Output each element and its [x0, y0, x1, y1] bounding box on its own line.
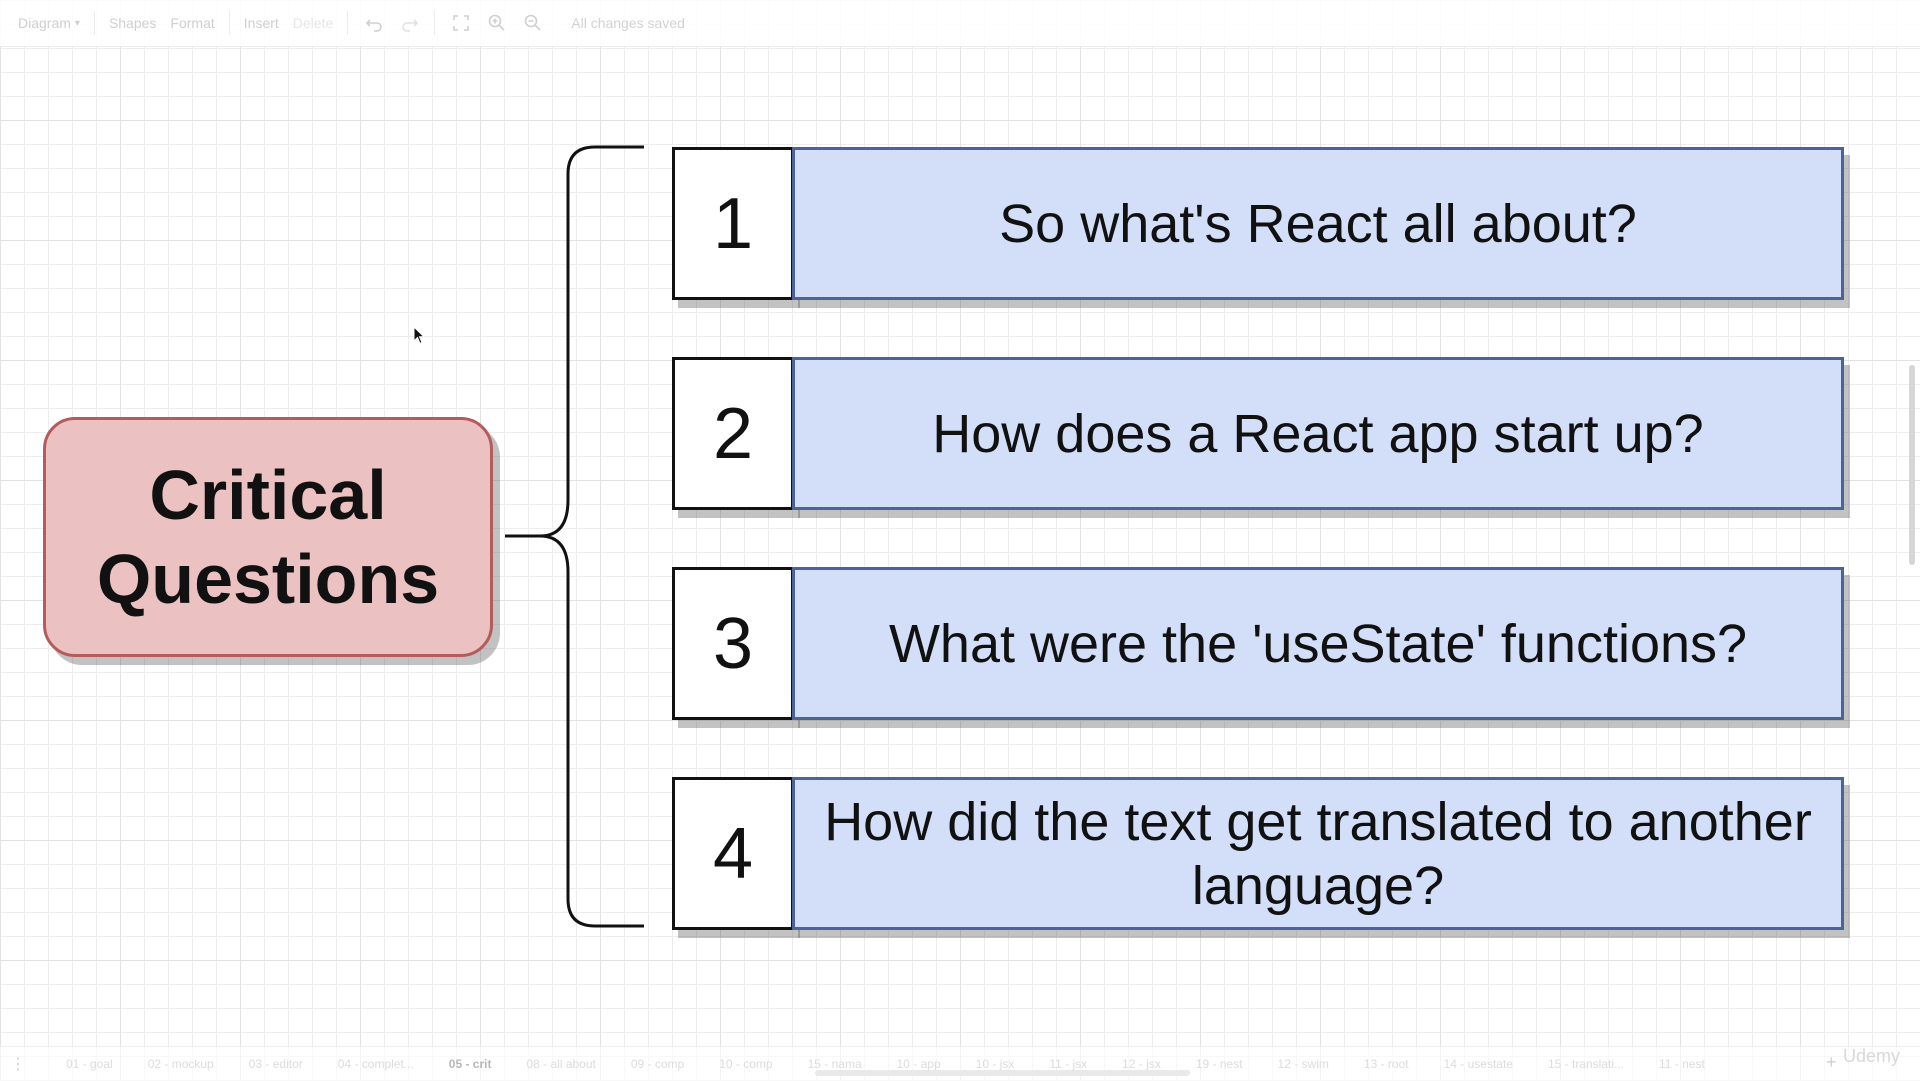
toolbar-divider: [228, 11, 230, 35]
fullscreen-icon[interactable]: [451, 13, 471, 33]
redo-icon[interactable]: [400, 13, 420, 33]
question-number: 3: [672, 567, 794, 720]
bracket-connector: [505, 145, 644, 928]
insert-button[interactable]: Insert: [243, 15, 279, 31]
page-tab[interactable]: 10 - jsx: [975, 1057, 1015, 1071]
page-tabs-bar: ⋮ 01 - goal 02 - mockup 03 - editor 04 - co…: [0, 1046, 1920, 1081]
delete-button[interactable]: Delete: [292, 15, 334, 31]
undo-icon[interactable]: [364, 13, 384, 33]
page-tab[interactable]: 19 - nest: [1195, 1057, 1243, 1071]
chevron-down-icon: ▾: [74, 17, 80, 29]
page-tab[interactable]: 15 - translati...: [1547, 1057, 1624, 1071]
question-text: How does a React app start up?: [792, 357, 1844, 510]
page-tab[interactable]: 08 - all about: [526, 1057, 596, 1071]
save-status: All changes saved: [571, 15, 685, 31]
page-tab[interactable]: 13 - root: [1363, 1057, 1409, 1071]
critical-questions-node[interactable]: Critical Questions: [43, 417, 493, 657]
page-tab[interactable]: 12 - jsx: [1122, 1057, 1161, 1071]
question-text: How did the text get translated to anoth…: [792, 777, 1844, 930]
zoom-out-icon[interactable]: [523, 13, 543, 33]
page-tab[interactable]: 05 - crit: [448, 1057, 492, 1071]
zoom-in-icon[interactable]: [487, 13, 507, 33]
page-tab[interactable]: 02 - mockup: [147, 1057, 214, 1071]
page-tab[interactable]: 03 - editor: [248, 1057, 303, 1071]
question-number: 4: [672, 777, 794, 930]
toolbar-divider: [93, 11, 95, 35]
question-row-3[interactable]: 3 What were the 'useState' functions?: [672, 567, 1844, 720]
page-tabs: 01 - goal 02 - mockup 03 - editor 04 - comp…: [48, 1057, 1722, 1071]
page-tab[interactable]: 11 - nest: [1659, 1057, 1705, 1071]
page-tab[interactable]: 10 - comp: [719, 1057, 773, 1071]
toolbar-divider: [347, 11, 349, 35]
question-text: So what's React all about?: [792, 147, 1844, 300]
page-tab[interactable]: 09 - comp: [630, 1057, 685, 1071]
question-row-2[interactable]: 2 How does a React app start up?: [672, 357, 1844, 510]
diagram-menu[interactable]: Diagram: [18, 15, 71, 31]
question-number: 1: [672, 147, 794, 300]
vertical-scrollbar[interactable]: [1909, 365, 1915, 565]
pages-menu-icon[interactable]: ⋮: [10, 1056, 26, 1073]
page-tab[interactable]: 11 - jsx: [1049, 1057, 1088, 1071]
udemy-watermark: Udemy: [1843, 1046, 1901, 1066]
critical-questions-label: Critical Questions: [96, 456, 440, 618]
add-page-button[interactable]: +: [1826, 1052, 1837, 1072]
format-button[interactable]: Format: [170, 15, 215, 31]
page-tab[interactable]: 15 - nama: [807, 1057, 862, 1071]
page-tab[interactable]: 12 - swim: [1277, 1057, 1329, 1071]
toolbar-divider: [434, 11, 436, 35]
page-tab[interactable]: 14 - usestate: [1443, 1057, 1513, 1071]
question-row-4[interactable]: 4 How did the text get translated to ano…: [672, 777, 1844, 930]
question-text: What were the 'useState' functions?: [792, 567, 1844, 720]
question-number: 2: [672, 357, 794, 510]
question-row-1[interactable]: 1 So what's React all about?: [672, 147, 1844, 300]
shapes-button[interactable]: Shapes: [108, 15, 157, 31]
toolbar: Diagram ▾ Shapes Format Insert Delete Al…: [0, 0, 1920, 47]
page-tab[interactable]: 10 - app: [896, 1057, 941, 1071]
mouse-cursor-icon: [413, 326, 426, 345]
page-tab[interactable]: 01 - goal: [66, 1057, 113, 1071]
page-tab[interactable]: 04 - complet...: [337, 1057, 414, 1071]
